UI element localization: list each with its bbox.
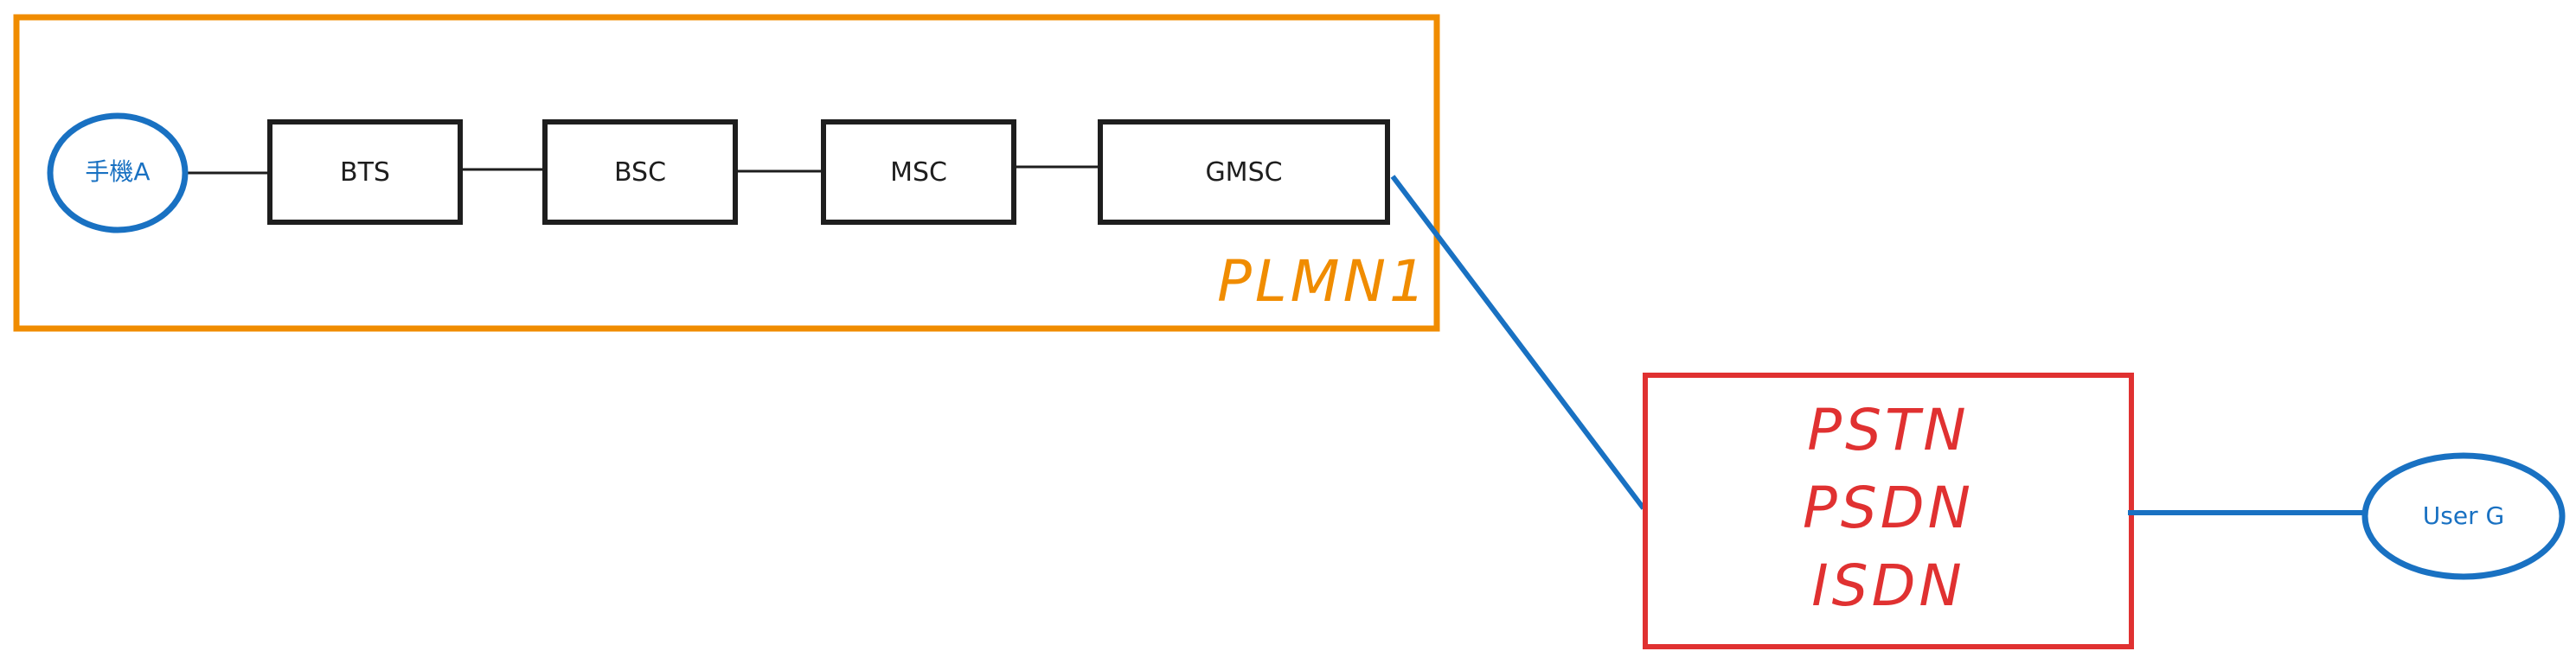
gmsc-node — [1098, 119, 1390, 225]
user-g-node — [2361, 452, 2566, 580]
user-g-label: User G — [2423, 501, 2504, 530]
fixed-networks-line-3: ISDN — [1811, 552, 1965, 619]
link-gmsc-fixed-networks — [1390, 175, 1646, 510]
fixed-networks-line-1: PSTN — [1807, 397, 1969, 463]
plmn-group-frame — [13, 14, 1440, 332]
plmn-group-label: PLMN1 — [1217, 248, 1429, 315]
msc-node — [821, 119, 1016, 225]
fixed-networks-line-2: PSDN — [1803, 475, 1974, 541]
phone-a-label: 手機A — [85, 157, 150, 186]
gmsc-label: GMSC — [1205, 157, 1282, 188]
bts-label: BTS — [340, 157, 390, 188]
bsc-label: BSC — [614, 157, 666, 188]
msc-label: MSC — [890, 157, 947, 188]
phone-a-node — [47, 112, 189, 233]
bts-node — [267, 119, 463, 225]
bsc-node — [542, 119, 738, 225]
